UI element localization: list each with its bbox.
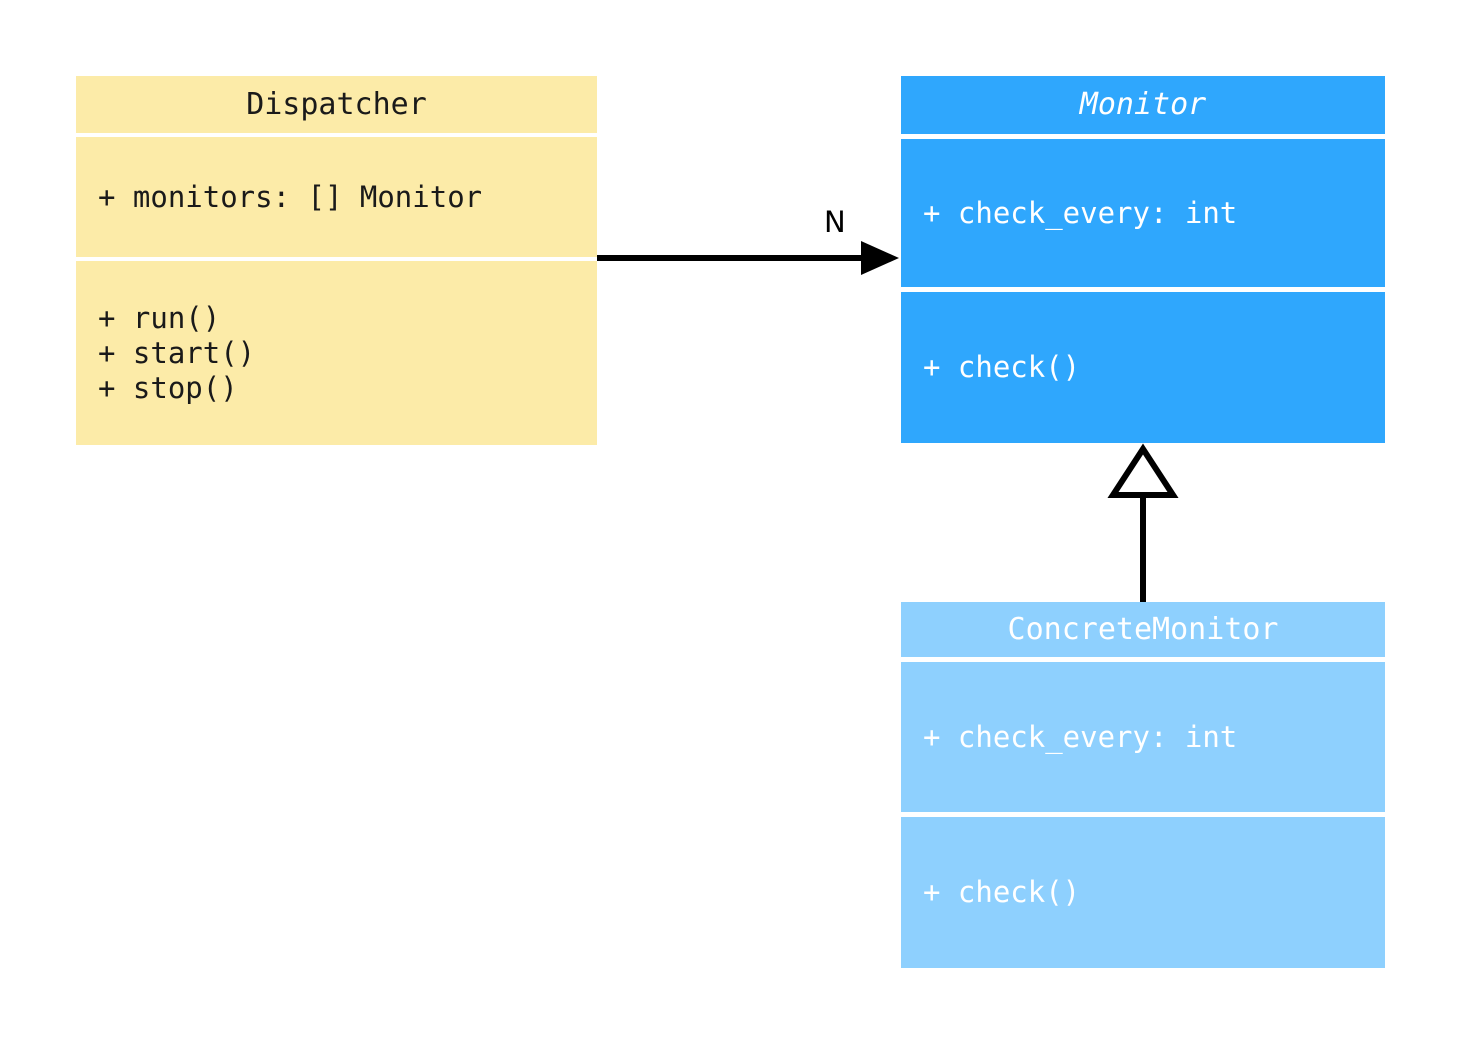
uml-class-monitor-attributes: + check_every: int bbox=[901, 139, 1385, 287]
uml-class-monitor-title-band: Monitor bbox=[901, 76, 1385, 134]
filled-arrowhead-icon bbox=[861, 241, 899, 275]
uml-method: + start() bbox=[98, 335, 256, 370]
uml-attribute: + check_every: int bbox=[923, 719, 1238, 754]
uml-class-concrete-monitor[interactable]: ConcreteMonitor + check_every: int + che… bbox=[901, 602, 1385, 968]
uml-attribute: + check_every: int bbox=[923, 195, 1238, 230]
uml-class-concrete-monitor-title: ConcreteMonitor bbox=[1007, 611, 1279, 647]
uml-class-concrete-monitor-title-band: ConcreteMonitor bbox=[901, 602, 1385, 657]
uml-class-dispatcher-methods: + run() + start() + stop() bbox=[76, 261, 597, 445]
uml-class-concrete-monitor-attributes: + check_every: int bbox=[901, 662, 1385, 812]
uml-class-monitor-methods: + check() bbox=[901, 292, 1385, 443]
uml-method: + stop() bbox=[98, 370, 238, 405]
hollow-triangle-arrowhead-icon bbox=[1107, 443, 1179, 498]
uml-method: + check() bbox=[923, 350, 1081, 384]
uml-class-monitor-title: Monitor bbox=[1079, 87, 1207, 122]
association-multiplicity-label: N bbox=[824, 205, 846, 239]
uml-method: + run() bbox=[98, 300, 221, 335]
association-dispatcher-to-monitor bbox=[597, 241, 899, 275]
uml-method: + check() bbox=[923, 875, 1081, 909]
uml-class-monitor[interactable]: Monitor + check_every: int + check() bbox=[901, 76, 1385, 443]
uml-class-dispatcher[interactable]: Dispatcher + monitors: [] Monitor + run(… bbox=[76, 76, 597, 445]
uml-class-dispatcher-title: Dispatcher bbox=[246, 86, 427, 122]
uml-class-dispatcher-title-band: Dispatcher bbox=[76, 76, 597, 133]
uml-class-dispatcher-attributes: + monitors: [] Monitor bbox=[76, 137, 597, 257]
uml-class-concrete-monitor-methods: + check() bbox=[901, 817, 1385, 968]
uml-attribute: + monitors: [] Monitor bbox=[98, 179, 483, 214]
generalization-concrete-monitor-to-monitor bbox=[1107, 443, 1179, 602]
